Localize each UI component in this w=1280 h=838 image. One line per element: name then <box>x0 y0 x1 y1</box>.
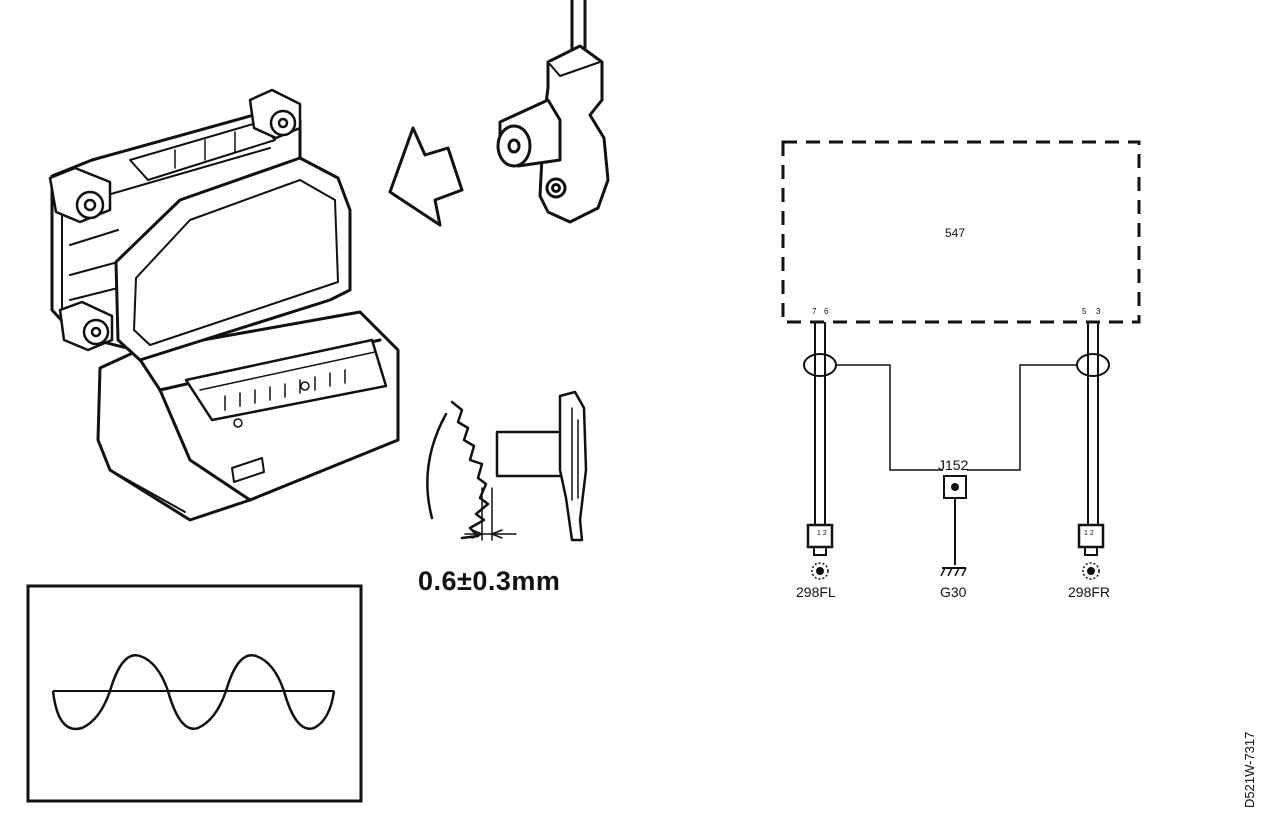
module-label: 547 <box>945 226 966 240</box>
sine-waveform-icon <box>51 654 336 731</box>
module-pin-label: 3 <box>1096 307 1101 316</box>
right-connector-pins-label: 1 2 <box>1084 530 1094 537</box>
junction-label: J152 <box>938 457 969 473</box>
document-id-label: D521W-7317 <box>1242 731 1257 808</box>
right-wheel-sensor-icon <box>1082 562 1100 580</box>
hollow-arrow-icon <box>388 126 464 227</box>
module-547-box <box>781 140 1141 324</box>
abs-module-illustration <box>48 88 400 522</box>
left-wheel-sensor-icon <box>811 562 829 580</box>
right-sensor-label: 298FR <box>1068 584 1111 600</box>
wheel-speed-sensor-icon <box>496 0 610 224</box>
ground-icon <box>940 567 967 577</box>
tone-ring-gap-icon <box>426 390 588 542</box>
ground-label: G30 <box>940 584 967 600</box>
module-pin-label: 7 <box>812 307 817 316</box>
module-pin-label: 6 <box>824 307 829 316</box>
left-sensor-label: 298FL <box>796 584 836 600</box>
wiring-schematic <box>781 140 1141 580</box>
left-connector-pins-label: 1 2 <box>817 530 827 537</box>
module-pin-label: 5 <box>1082 307 1087 316</box>
waveform-panel <box>26 584 363 803</box>
gap-spec-label: 0.6±0.3mm <box>418 566 560 596</box>
